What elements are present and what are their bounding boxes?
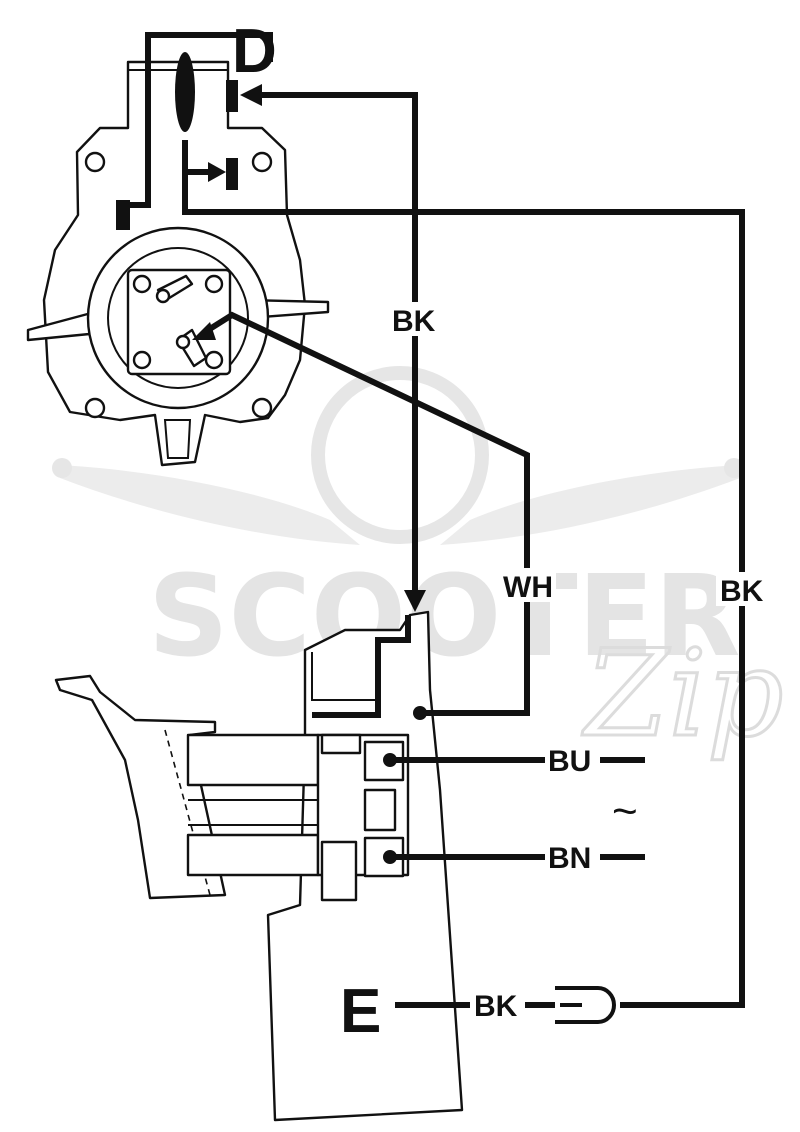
mount-hole-bottom-left [84, 397, 106, 419]
watermark-script: Zip [581, 625, 784, 764]
contact-middle-block [363, 788, 397, 832]
switch-assembly [54, 610, 464, 1122]
terminal-dot-bu [383, 753, 397, 767]
arrow-capacitor-to-terminal [208, 162, 226, 182]
wires [122, 32, 745, 1008]
plate-screw-2 [204, 274, 224, 294]
label-bk-right: BK [720, 575, 764, 608]
labels: BK WH BK BU BN BK D E ~ [232, 17, 768, 1046]
label-wh: WH [503, 571, 553, 604]
connectors [192, 84, 616, 1024]
motor-assembly [26, 52, 330, 467]
contact-lower-post [320, 840, 358, 902]
switch-top-cap [311, 652, 380, 701]
ground-connector [555, 986, 616, 1024]
arrow-bk-to-terminal [240, 84, 262, 106]
label-bg-wh [500, 568, 556, 602]
slider-rail [188, 799, 318, 826]
slider-block-lower [186, 833, 320, 877]
wire-wh [203, 311, 530, 716]
watermark-wing-dot-left [52, 458, 72, 478]
label-bn: BN [548, 842, 591, 875]
trigger [54, 674, 227, 900]
wire-bk-right [182, 140, 745, 1008]
mount-hole-top-left [84, 151, 106, 173]
arrow-wh-to-brush [192, 322, 216, 340]
mount-hole-bottom-right [251, 397, 273, 419]
brush-lever-upper-pivot [155, 288, 171, 304]
terminal-block-mid-right [226, 158, 238, 190]
brush-lever-lower-pivot [175, 334, 191, 350]
arrow-bk-into-switch [404, 590, 426, 612]
slider-block-upper [186, 733, 320, 787]
contact-top-tab [320, 733, 362, 755]
plate-screw-4 [204, 350, 224, 370]
wire-d-loop [122, 32, 273, 208]
watermark: SCOOTER Zip [52, 366, 785, 766]
bottom-tab-inner [163, 419, 192, 459]
watermark-ring [311, 366, 489, 544]
label-e: E [340, 977, 381, 1046]
label-d: D [232, 17, 277, 86]
armature-inner-ring [107, 247, 249, 389]
commutator-plate [126, 268, 232, 376]
terminal-dot-wh [413, 706, 427, 720]
terminal-block-upper-right [226, 80, 238, 112]
wire-bk-to-switch [312, 615, 411, 718]
mount-hole-top-right [251, 151, 273, 173]
plate-screw-1 [132, 274, 152, 294]
terminal-dot-bn [383, 850, 397, 864]
label-bg-bk-right [716, 572, 768, 606]
label-bk-top: BK [392, 305, 436, 338]
label-bg-bk-top [388, 302, 438, 336]
wire-bk-top [262, 92, 418, 600]
watermark-text: SCOOTER [148, 552, 740, 682]
label-bu: BU [548, 745, 591, 778]
label-bk-ground: BK [474, 990, 518, 1023]
label-ac-symbol: ~ [612, 787, 638, 836]
capacitor [175, 52, 195, 132]
watermark-wings [60, 465, 740, 545]
plate-screw-3 [132, 350, 152, 370]
